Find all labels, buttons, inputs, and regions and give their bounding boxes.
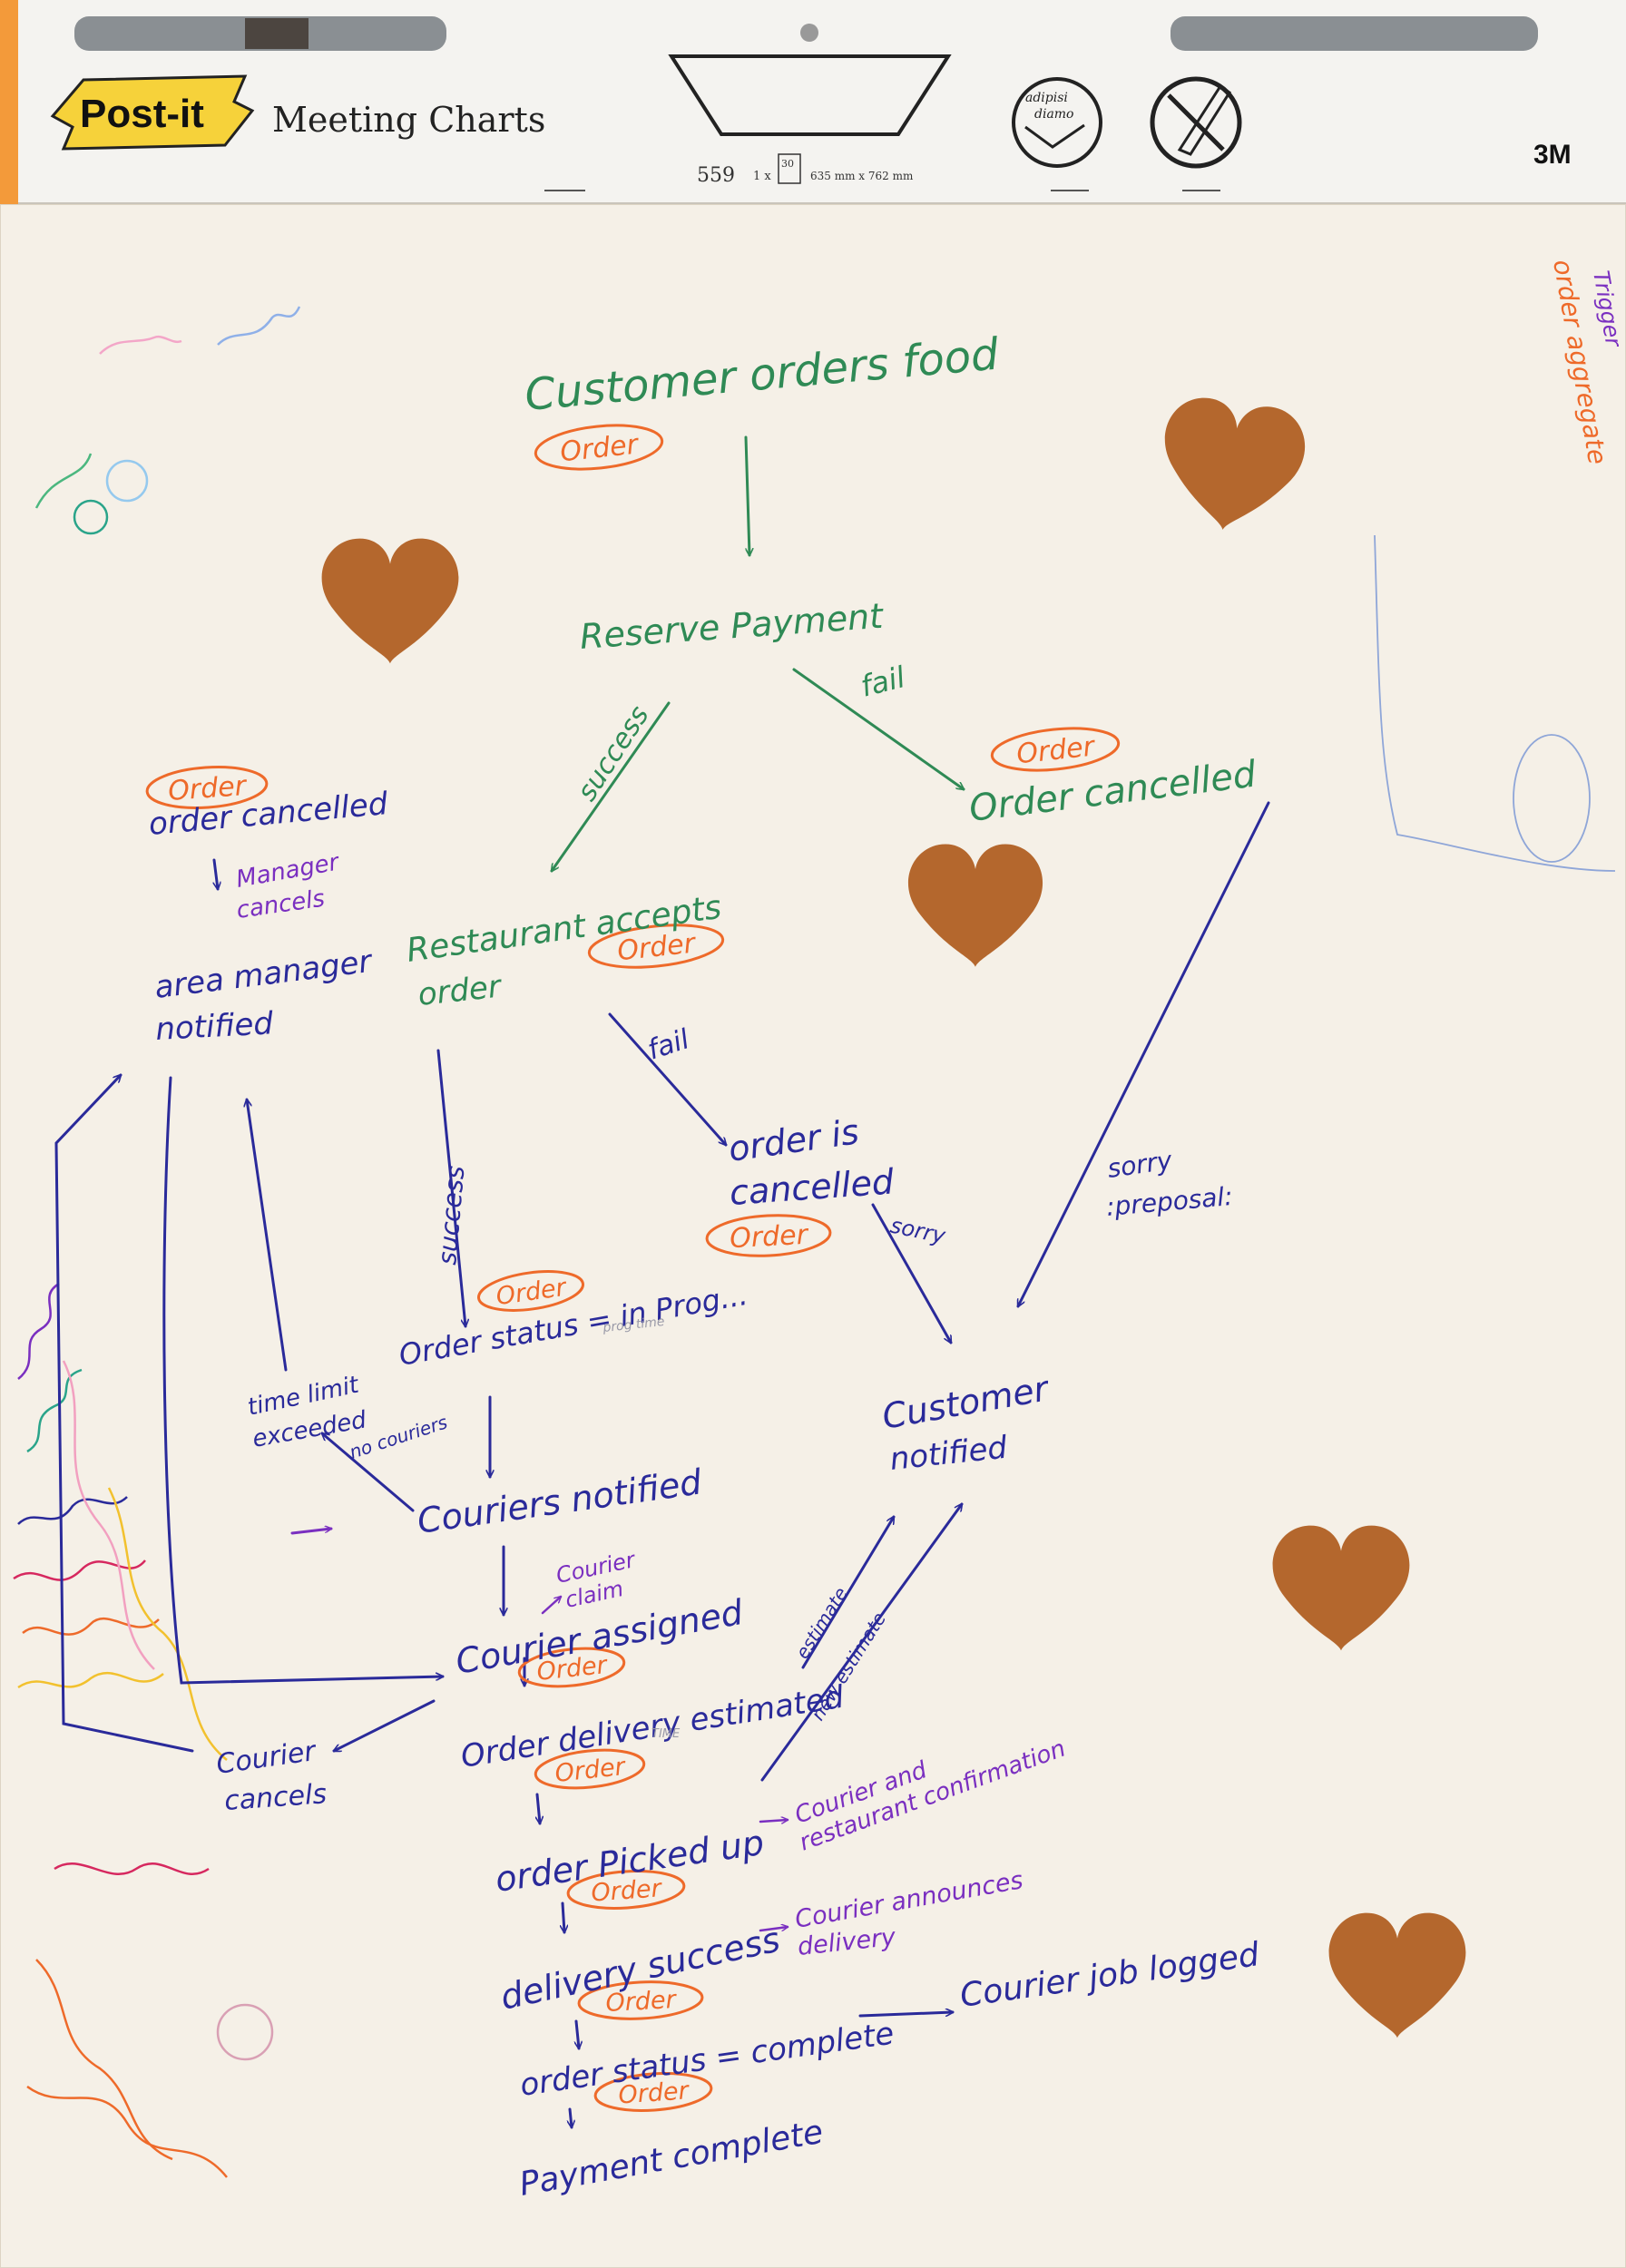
order-tag-11: Order [593,2072,713,2112]
arrow-manager-up [212,858,218,891]
scribble-doodles [13,306,1616,2178]
order-tag-10: Order [577,1980,704,2020]
chart-header: Post-it Meeting Charts 559 1 x 30 635 mm… [18,0,1626,204]
svg-text:diamo: diamo [1034,107,1074,122]
arrow-cancels-to-manager [54,1075,194,1753]
note-time: TIME [651,1727,681,1741]
adhesive-strip-tab [245,18,309,49]
arrow-sorry-to-customer [871,1203,953,1343]
product-code: 559 [697,164,735,187]
order-tag-4: Order [587,924,725,969]
node-restaurant-accepts-2: order [416,968,504,1013]
pencil-notes: prog time TIME [602,1315,681,1741]
arrow-assigned-to-cancels [334,1699,436,1753]
arrow-no-couriers [322,1433,415,1512]
node-area-manager-2: notified [154,1005,274,1048]
arrow-manager-to-assigned [162,1076,445,1685]
order-tag-7: Order [517,1647,626,1688]
order-tag-5: Order [705,1214,832,1257]
svg-text:Order: Order [167,770,249,807]
arrow-order-to-payment [744,435,749,557]
arrow-complete-to-job [858,2012,955,2018]
maker-logo: 3M [1533,140,1572,170]
sheet-count: 30 [781,158,794,170]
post-it-logo: Post-it [50,74,255,151]
sheet-size: 635 mm x 762 mm [810,170,914,182]
arrow-success-down [576,2019,579,2050]
order-tag-2: Order [990,727,1121,772]
easel-pad-icon [668,54,952,136]
pack-count: 1 x [753,170,771,183]
writing-icon: adipisi diamo [1012,77,1102,168]
svg-text:Order: Order [729,1219,809,1256]
arrow-cancelled-to-customer [1016,801,1270,1306]
arrow-pickedup-note [759,1820,789,1822]
svg-text:Order: Order [618,2077,691,2109]
arrow-complete-down [570,2107,572,2129]
product-name: Meeting Charts [272,100,545,140]
svg-text:adipisi: adipisi [1025,91,1068,105]
arrow-estimate [801,1517,896,1669]
arrow-courier-claim [541,1597,561,1615]
sheet-count-icon [778,153,801,184]
note-prog-time: prog time [602,1315,665,1335]
svg-text:Order: Order [591,1874,664,1907]
arrow-to-couriers-notified [290,1529,333,1535]
arrow-timelimit-to-manager [247,1100,288,1372]
order-tag-8: Order [534,1748,646,1790]
arrow-success-note [759,1927,788,1932]
arrow-pickedup-down [563,1901,564,1934]
adhesive-strip-right [1171,16,1538,51]
arrow-payment-success [552,701,671,871]
order-tag-3: Order [145,766,269,809]
arrow-payment-fail [792,668,964,789]
order-tags: Order Order Order Order Order Order Orde… [145,424,1121,2112]
svg-text:Post-it: Post-it [80,92,204,136]
arrow-estimated-down [537,1793,540,1825]
svg-text:Order: Order [605,1986,679,2018]
arrow-new-estimate [760,1504,962,1782]
arrow-restaurant-success [436,1049,465,1328]
node-courier-cancels-2: cancels [223,1778,328,1817]
arrow-restaurant-fail [608,1012,726,1145]
no-marker-icon [1150,76,1242,169]
order-tag-9: Order [566,1870,686,1910]
flow-arrows [54,435,1270,2129]
hanging-hole [800,24,818,42]
